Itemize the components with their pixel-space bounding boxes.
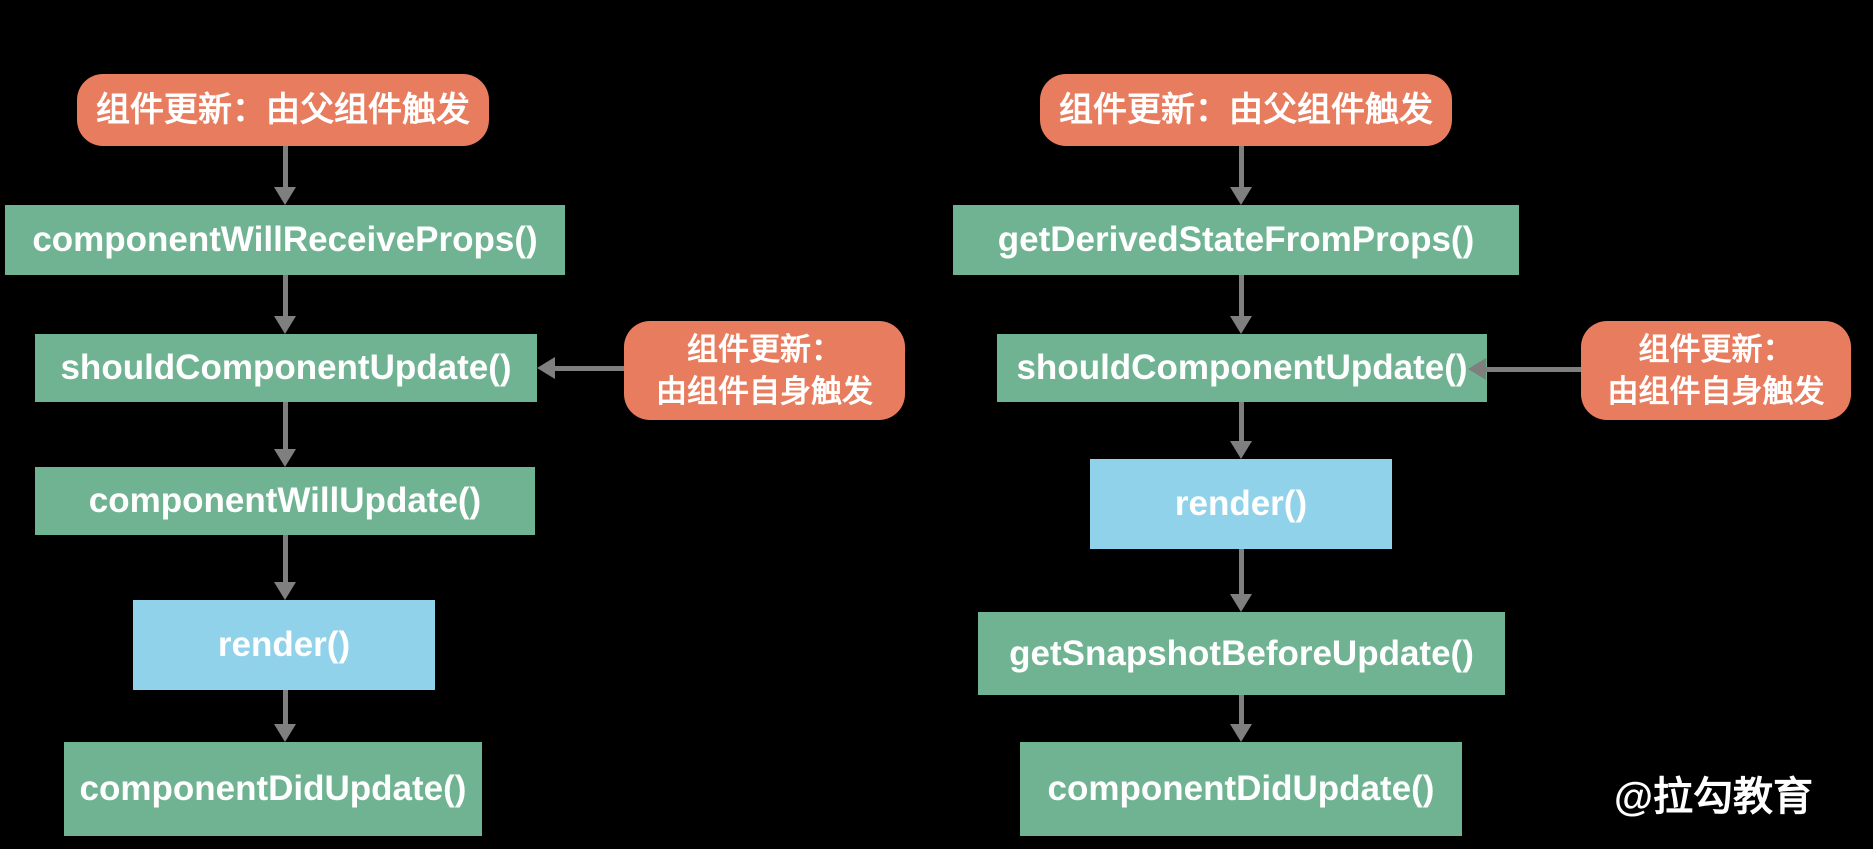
node-should-component-update: shouldComponentUpdate() [997, 334, 1487, 402]
node-component-did-update: componentDidUpdate() [1020, 742, 1462, 836]
arrow-down [1230, 695, 1252, 742]
label-update-triggered-by-parent: 组件更新：由父组件触发 [1040, 74, 1452, 146]
lagou-education-watermark: @拉勾教育 [1614, 775, 1814, 819]
node-get-derived-state-from-props: getDerivedStateFromProps() [953, 205, 1519, 275]
arrow-down [274, 535, 296, 600]
node-component-did-update: componentDidUpdate() [64, 742, 482, 836]
node-component-will-receive-props: componentWillReceiveProps() [5, 205, 565, 275]
arrow-down [1230, 275, 1252, 334]
node-should-component-update: shouldComponentUpdate() [35, 334, 537, 402]
arrow-down [274, 146, 296, 205]
label-update-triggered-by-self: 组件更新： 由组件自身触发 [624, 321, 905, 420]
label-line2: 由组件自身触发 [656, 373, 873, 409]
label-update-triggered-by-self: 组件更新： 由组件自身触发 [1581, 321, 1851, 420]
arrow-down [1230, 549, 1252, 612]
label-line1: 组件更新： [1638, 331, 1794, 367]
label-update-triggered-by-parent: 组件更新：由父组件触发 [77, 74, 489, 146]
arrow-down [274, 690, 296, 742]
node-render: render() [1090, 459, 1392, 549]
node-get-snapshot-before-update: getSnapshotBeforeUpdate() [978, 612, 1505, 695]
arrow-left [1468, 358, 1581, 380]
arrow-down [274, 275, 296, 334]
label-line2: 由组件自身触发 [1607, 373, 1825, 409]
arrow-down [274, 402, 296, 467]
node-component-will-update: componentWillUpdate() [35, 467, 535, 535]
arrow-left [537, 357, 624, 379]
arrow-down [1230, 146, 1252, 205]
label-line1: 组件更新： [687, 331, 842, 367]
node-render: render() [133, 600, 435, 690]
arrow-down [1230, 402, 1252, 459]
